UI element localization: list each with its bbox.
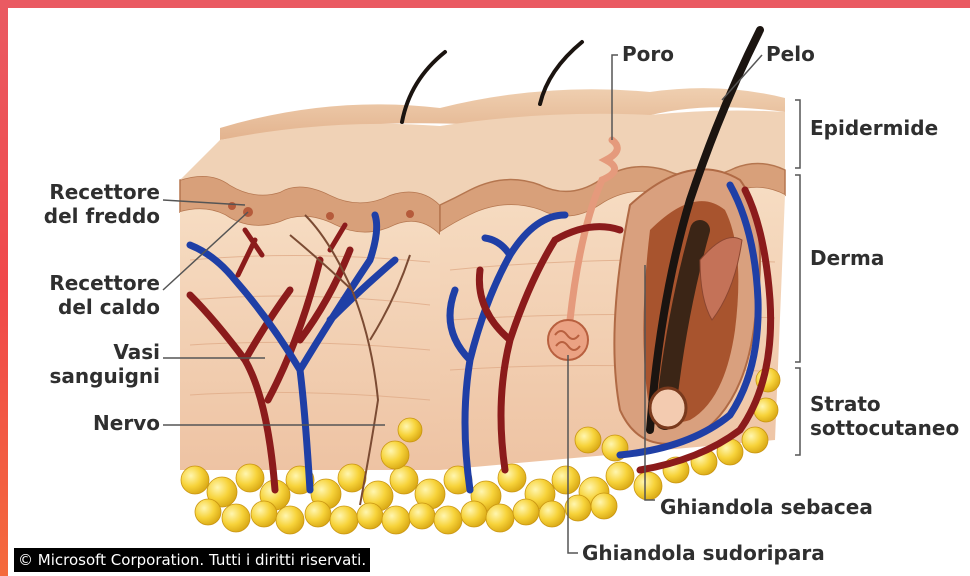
subcutaneous-line1: Strato <box>810 392 959 416</box>
blood-vessels-label: Vasi sanguigni <box>40 340 160 388</box>
blood-vessels-line2: sanguigni <box>40 364 160 388</box>
cold-receptor-label: Recettore del freddo <box>40 180 160 228</box>
subcutaneous-line2: sottocutaneo <box>810 416 959 440</box>
heat-receptor-label: Recettore del caldo <box>40 271 160 319</box>
nerve-label: Nervo <box>40 411 160 435</box>
subcutaneous-label: Strato sottocutaneo <box>810 392 959 440</box>
blood-vessels-line1: Vasi <box>40 340 160 364</box>
heat-receptor-line1: Recettore <box>40 271 160 295</box>
cold-receptor-line2: del freddo <box>40 204 160 228</box>
hair-bulb <box>650 388 686 428</box>
copyright-notice: © Microsoft Corporation. Tutti i diritti… <box>14 548 370 572</box>
hair-label: Pelo <box>766 42 815 66</box>
epidermis-label: Epidermide <box>810 116 938 140</box>
sweat-gland-label: Ghiandola sudoripara <box>582 541 825 565</box>
pore-label: Poro <box>622 42 674 66</box>
heat-receptor-line2: del caldo <box>40 295 160 319</box>
layer-brackets <box>795 100 800 455</box>
sweat-gland <box>548 320 588 360</box>
cold-receptor-line1: Recettore <box>40 180 160 204</box>
sebaceous-gland-label: Ghiandola sebacea <box>660 495 873 519</box>
dermis-label: Derma <box>810 246 884 270</box>
